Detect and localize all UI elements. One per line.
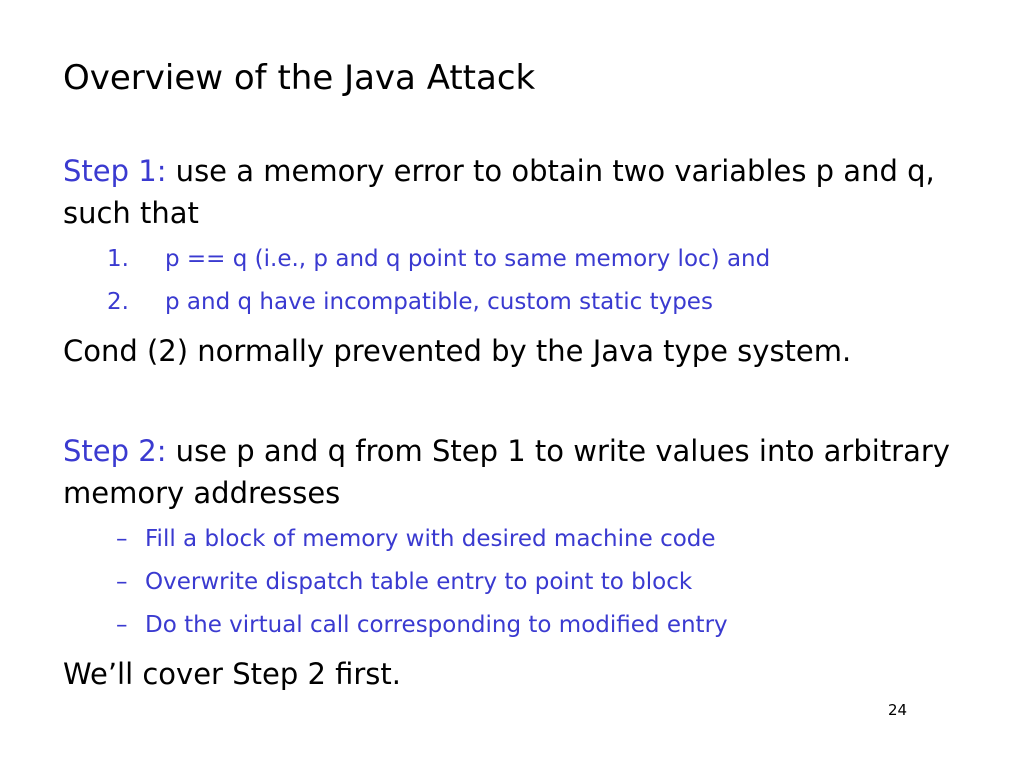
cond-paragraph: Cond (2) normally prevented by the Java …: [63, 334, 852, 368]
list-marker: –: [116, 569, 128, 595]
spacer: [63, 372, 993, 430]
list-item: 2. p and q have incompatible, custom sta…: [63, 281, 993, 324]
step2-label: Step 2:: [63, 434, 167, 468]
page-number: 24: [888, 701, 908, 719]
slide-body: Step 1: use a memory error to obtain two…: [63, 150, 993, 695]
list-marker: –: [116, 526, 128, 552]
step2-paragraph: Step 2: use p and q from Step 1 to write…: [63, 430, 993, 514]
list-item-text: Do the virtual call corresponding to mod…: [145, 612, 728, 638]
list-item: 1. p == q (i.e., p and q point to same m…: [63, 238, 993, 281]
step1-text: use a memory error to obtain two variabl…: [63, 154, 935, 230]
list-marker: 2.: [107, 289, 129, 315]
step1-label: Step 1:: [63, 154, 167, 188]
slide-title: Overview of the Java Attack: [63, 58, 536, 98]
step1-paragraph: Step 1: use a memory error to obtain two…: [63, 150, 993, 234]
list-item: – Do the virtual call corresponding to m…: [63, 604, 993, 647]
step2-list: – Fill a block of memory with desired ma…: [63, 518, 993, 647]
list-item: – Fill a block of memory with desired ma…: [63, 518, 993, 561]
list-item-text: Overwrite dispatch table entry to point …: [145, 569, 693, 595]
step1-list: 1. p == q (i.e., p and q point to same m…: [63, 238, 993, 324]
list-item-text: p and q have incompatible, custom static…: [165, 289, 713, 315]
closing-paragraph: We’ll cover Step 2 first.: [63, 657, 402, 691]
list-item: – Overwrite dispatch table entry to poin…: [63, 561, 993, 604]
list-marker: –: [116, 612, 128, 638]
step2-text: use p and q from Step 1 to write values …: [63, 434, 950, 510]
list-item-text: p == q (i.e., p and q point to same memo…: [165, 246, 771, 272]
list-marker: 1.: [107, 246, 129, 272]
list-item-text: Fill a block of memory with desired mach…: [145, 526, 716, 552]
